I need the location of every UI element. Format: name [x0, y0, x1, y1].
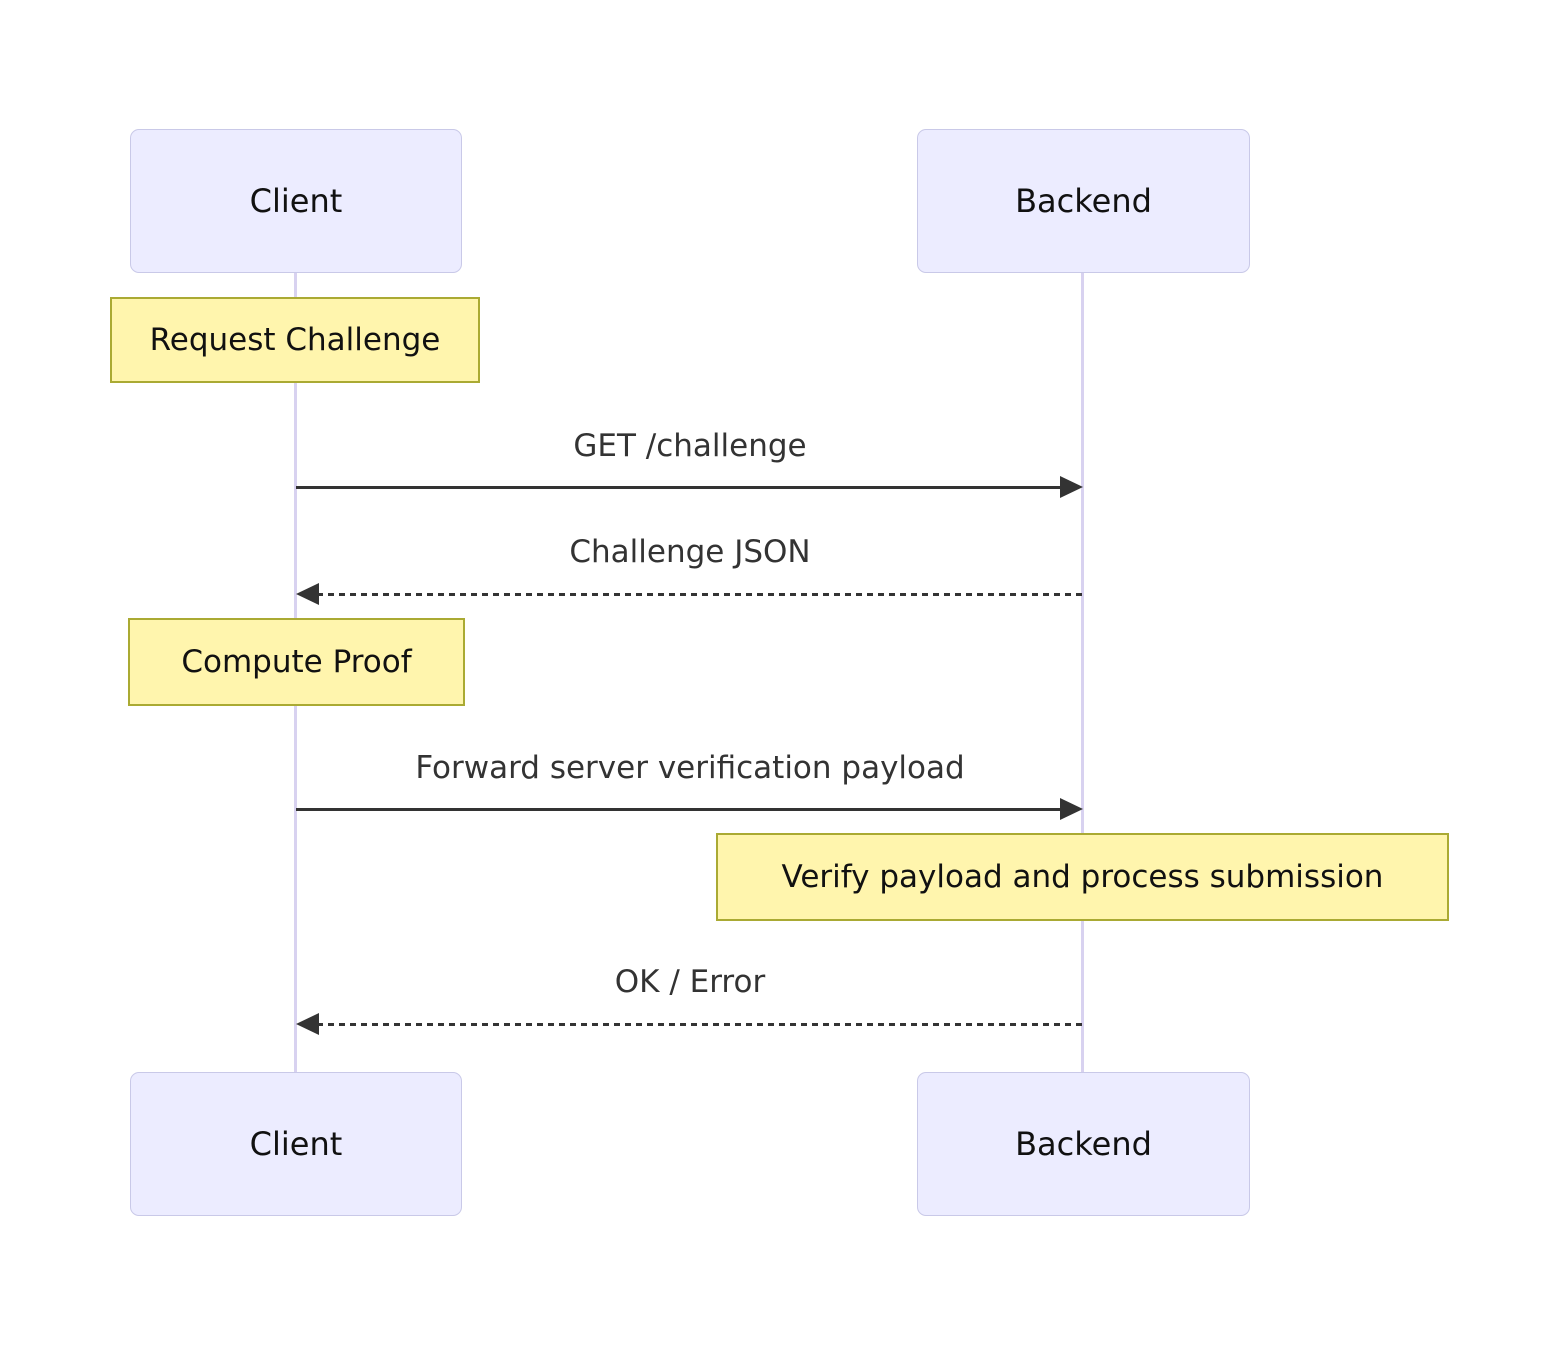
arrowhead-left-icon — [296, 583, 319, 605]
actor-backend-bottom: Backend — [917, 1072, 1250, 1216]
backend-lifeline — [1081, 271, 1084, 1074]
actor-client-top-label: Client — [249, 182, 343, 220]
actor-backend-top: Backend — [917, 129, 1250, 273]
note-verify-payload: Verify payload and process submission — [716, 833, 1449, 921]
actor-client-top: Client — [130, 129, 462, 273]
message-forward-payload-line — [296, 808, 1062, 811]
note-request-challenge-label: Request Challenge — [149, 322, 441, 358]
actor-backend-top-label: Backend — [1015, 182, 1152, 220]
arrowhead-left-icon — [296, 1013, 319, 1035]
note-request-challenge: Request Challenge — [110, 297, 480, 383]
note-verify-payload-label: Verify payload and process submission — [781, 859, 1384, 895]
arrowhead-right-icon — [1060, 798, 1083, 820]
message-challenge-json-line — [317, 593, 1083, 596]
note-compute-proof-label: Compute Proof — [181, 644, 412, 680]
message-challenge-json-label: Challenge JSON — [569, 534, 811, 570]
message-forward-payload-label: Forward server verification payload — [415, 750, 965, 786]
message-get-challenge-line — [296, 486, 1062, 489]
arrowhead-right-icon — [1060, 476, 1083, 498]
message-ok-error-line — [317, 1023, 1083, 1026]
message-ok-error-label: OK / Error — [614, 964, 766, 1000]
actor-client-bottom-label: Client — [249, 1125, 343, 1163]
note-compute-proof: Compute Proof — [128, 618, 465, 706]
message-get-challenge-label: GET /challenge — [573, 428, 807, 464]
actor-backend-bottom-label: Backend — [1015, 1125, 1152, 1163]
actor-client-bottom: Client — [130, 1072, 462, 1216]
